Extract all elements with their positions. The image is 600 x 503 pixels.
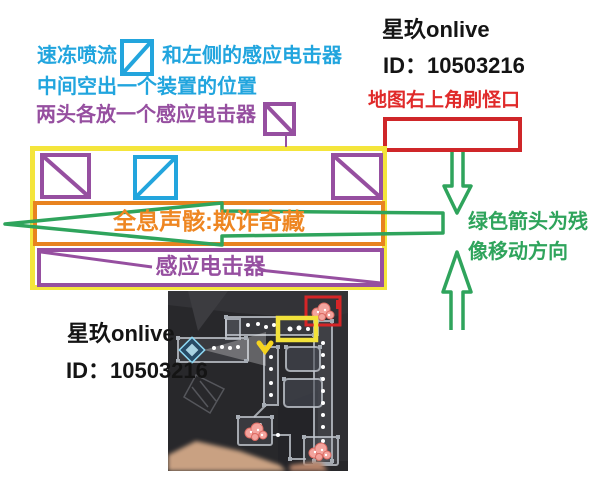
shock-device-left-icon (40, 153, 91, 199)
photo-facets (168, 291, 348, 471)
green-note-line1: 绿色箭头为残 (468, 211, 588, 233)
note-line1-prefix: 速冻喷流 (37, 45, 117, 67)
spawn-note: 地图右上角刷怪口 (368, 90, 521, 111)
map-photo-svg (168, 291, 348, 471)
enemy-cluster-top-right (311, 302, 335, 321)
device-highlight-yellow-box (275, 315, 319, 343)
map-hatch-area (183, 374, 226, 415)
enemy-cluster-bottom-right (308, 442, 332, 461)
shocker-purple-box (37, 248, 384, 287)
enemy-cluster-bottom-left (244, 422, 268, 441)
player-marker-icon (256, 340, 274, 356)
spawn-exclamation-mark (336, 300, 339, 309)
vision-cone (204, 332, 266, 366)
green-note-line2: 像移动方向 (468, 241, 568, 263)
frost-jet-box-icon (120, 39, 154, 76)
spawn-highlight-red-box (304, 295, 342, 327)
shock-device-right-icon (331, 153, 383, 200)
holo-label: 全息声骸:欺诈奇藏 (113, 208, 305, 234)
note-line3: 两头各放一个感应电击器 (36, 104, 256, 126)
frost-jet-center-icon (133, 155, 178, 200)
watermark-top-id: ID：10503216 (383, 53, 525, 78)
green-down-arrow-icon (442, 152, 473, 215)
green-up-arrow-icon (441, 250, 473, 330)
game-map-photo (168, 291, 348, 471)
waypoint-diamond-icon (178, 336, 206, 364)
watermark-bottom-id: ID：10503216 (66, 358, 208, 383)
shocker-label: 感应电击器 (155, 254, 266, 279)
finger-over-screen (168, 441, 328, 471)
note-line1-suffix: 和左侧的感应电击器 (162, 45, 342, 67)
spawn-red-rectangle (383, 117, 522, 152)
map-dots (212, 322, 325, 453)
watermark-top-name: 星玖onlive (382, 17, 490, 42)
watermark-bottom-name: 星玖onlive (67, 321, 175, 346)
shock-device-box-icon (263, 102, 296, 136)
note-line2: 中间空出一个装置的位置 (37, 76, 257, 98)
